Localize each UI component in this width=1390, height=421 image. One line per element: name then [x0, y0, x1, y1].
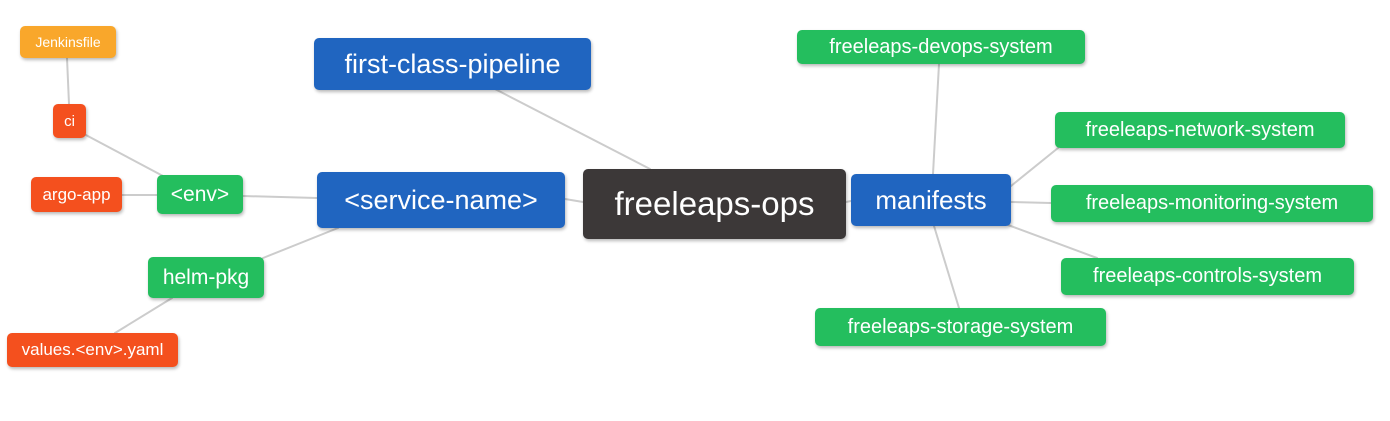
edge-values-helm-pkg: [114, 297, 173, 334]
edge-ci-env: [83, 133, 164, 177]
edge-env-service-name: [242, 195, 318, 199]
node-monitoring-system[interactable]: freeleaps-monitoring-system: [1051, 185, 1373, 222]
node-helm-pkg[interactable]: helm-pkg: [148, 257, 264, 298]
node-storage-system[interactable]: freeleaps-storage-system: [815, 308, 1106, 346]
edge-manifests-monitoring: [1010, 201, 1052, 204]
edge-jenkinsfile-ci: [66, 57, 70, 105]
edge-first-class-pipeline-ops: [494, 88, 651, 170]
node-controls-system[interactable]: freeleaps-controls-system: [1061, 258, 1354, 295]
edge-manifests-devops: [932, 63, 940, 175]
edge-helm-pkg-service-name: [262, 227, 339, 259]
edge-manifests-network: [1010, 147, 1059, 187]
node-devops-system[interactable]: freeleaps-devops-system: [797, 30, 1085, 64]
node-freeleaps-ops[interactable]: freeleaps-ops: [583, 169, 846, 239]
node-values-env-yaml[interactable]: values.<env>.yaml: [7, 333, 178, 367]
node-first-class-pipeline[interactable]: first-class-pipeline: [314, 38, 591, 90]
edge-service-name-ops: [564, 198, 584, 203]
edge-manifests-storage: [933, 225, 960, 309]
node-service-name[interactable]: <service-name>: [317, 172, 565, 228]
node-argo-app[interactable]: argo-app: [31, 177, 122, 212]
node-env[interactable]: <env>: [157, 175, 243, 214]
edge-manifests-controls: [1007, 224, 1098, 259]
node-network-system[interactable]: freeleaps-network-system: [1055, 112, 1345, 148]
node-jenkinsfile[interactable]: Jenkinsfile: [20, 26, 116, 58]
node-ci[interactable]: ci: [53, 104, 86, 138]
node-manifests[interactable]: manifests: [851, 174, 1011, 226]
